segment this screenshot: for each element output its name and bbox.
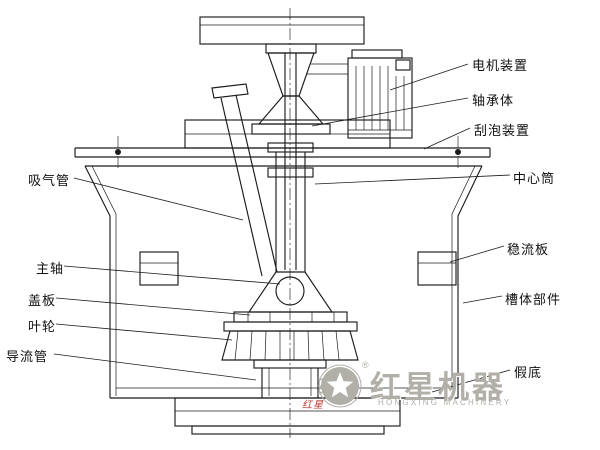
- watermark-signature: 红星: [302, 400, 324, 411]
- centerline-marker-right: [455, 136, 461, 170]
- watermark: ® 红星机器 红星 HONGXING MACHINERY: [298, 358, 528, 418]
- label-motor-device: 电机装置: [472, 58, 529, 73]
- label-main-shaft: 主轴: [36, 261, 65, 276]
- top-beam: [199, 16, 365, 54]
- hongxing-star-logo-icon: [318, 364, 362, 408]
- tank-rim: [74, 147, 491, 167]
- guide-pipe-shape: [253, 359, 327, 398]
- leader-lines: [53, 63, 511, 393]
- shaft-bell-hub: [247, 271, 334, 313]
- label-false-bottom: 假底: [514, 365, 543, 380]
- suction-pipe-shape: [211, 83, 278, 277]
- label-center-cylinder: 中心筒: [513, 171, 556, 186]
- impeller-shape: [221, 330, 359, 361]
- label-bearing-body: 轴承体: [472, 93, 515, 108]
- main-shaft-and-center-cylinder: [267, 53, 314, 272]
- label-impeller: 叶轮: [28, 319, 57, 334]
- label-tank-body: 槽体部件: [505, 292, 562, 307]
- label-foam-scraper: 刮泡装置: [474, 123, 531, 138]
- watermark-brand-english: HONGXING MACHINERY: [378, 398, 512, 407]
- label-suction-pipe: 吸气管: [28, 173, 71, 188]
- watermark-brand: 红星机器: [370, 370, 506, 405]
- label-guide-pipe: 导流管: [6, 349, 49, 364]
- label-stabilizer-plate: 稳流板: [507, 242, 550, 257]
- centerline-marker-left: [115, 136, 121, 170]
- motor-assembly: [347, 49, 413, 139]
- false-bottom-and-base: [110, 387, 458, 435]
- registered-trademark-mark: ®: [362, 360, 369, 370]
- label-cover-plate: 盖板: [28, 293, 57, 308]
- stabilizer-plates: [139, 251, 457, 286]
